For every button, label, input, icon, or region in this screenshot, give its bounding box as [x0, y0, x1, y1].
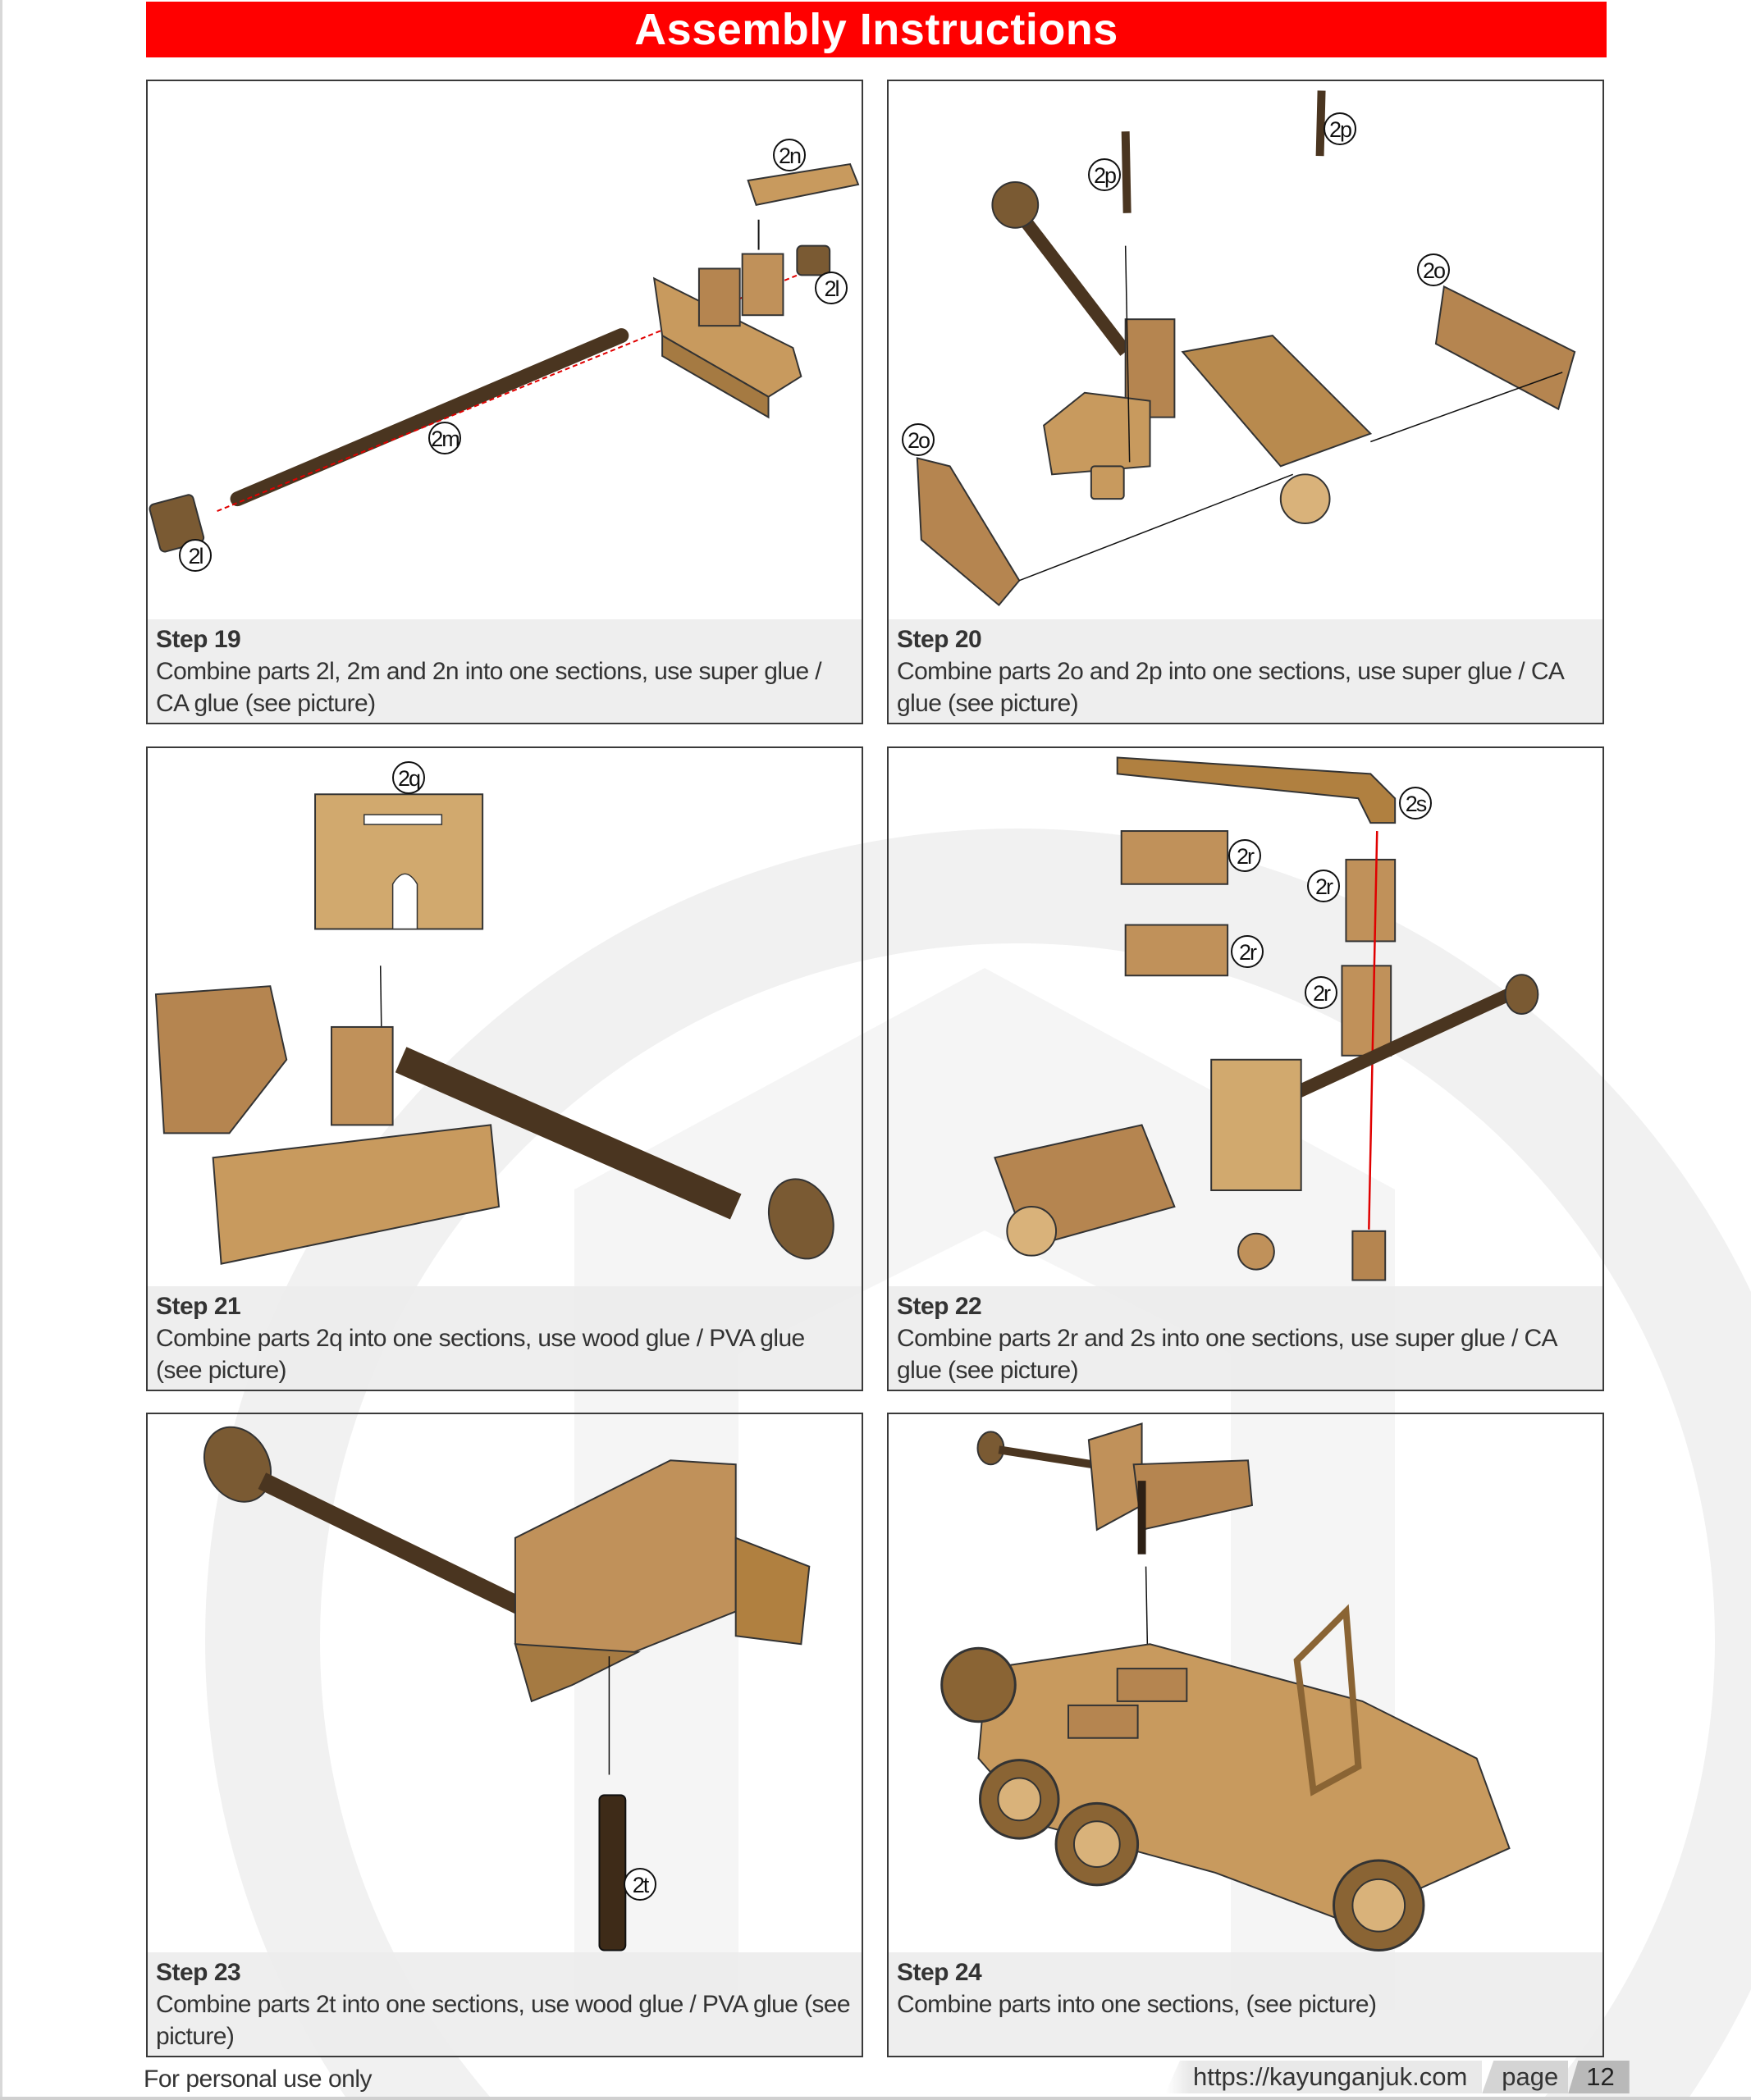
- part-label: 2r: [1228, 839, 1261, 872]
- step-title: Step 19: [156, 626, 241, 653]
- part-label: 2r: [1231, 935, 1264, 968]
- step-caption: Step 20 Combine parts 2o and 2p into one…: [889, 619, 1602, 723]
- page-header: Assembly Instructions: [146, 2, 1607, 57]
- step-caption: Step 23 Combine parts 2t into one sectio…: [148, 1952, 862, 2056]
- part-label: 2p: [1324, 112, 1356, 145]
- page-number: 12: [1568, 2061, 1630, 2093]
- step-panel-23: 2t Step 23 Combine parts 2t into one sec…: [146, 1413, 863, 2057]
- part-label: 2q: [392, 761, 425, 794]
- step-title: Step 24: [897, 1959, 982, 1986]
- step-24-illustration: [889, 1414, 1602, 1956]
- step-panel-24: Step 24 Combine parts into one sections,…: [887, 1413, 1604, 2057]
- page-label: page: [1482, 2061, 1569, 2093]
- step-panel-19: 2n 2l 2m 2l Step 19 Combine parts 2l, 2m…: [146, 80, 863, 724]
- step-panel-21: 2q Step 21 Combine parts 2q into one sec…: [146, 746, 863, 1391]
- step-caption: Step 24 Combine parts into one sections,…: [889, 1952, 1602, 2056]
- part-label: 2m: [428, 422, 461, 454]
- step-description: Combine parts 2t into one sections, use …: [156, 1991, 851, 2050]
- step-22-illustration: [889, 748, 1602, 1290]
- step-caption: Step 19 Combine parts 2l, 2m and 2n into…: [148, 619, 862, 723]
- part-label: 2l: [815, 272, 848, 304]
- step-description: Combine parts 2r and 2s into one section…: [897, 1325, 1557, 1384]
- footer-info: https://kayunganjuk.com page 12: [1165, 2061, 1630, 2093]
- step-panel-22: 2s 2r 2r 2r 2r Step 22 Combine parts 2r …: [887, 746, 1604, 1391]
- step-21-illustration: [148, 748, 862, 1290]
- step-caption: Step 21 Combine parts 2q into one sectio…: [148, 1286, 862, 1390]
- part-label: 2o: [902, 423, 935, 456]
- page-title: Assembly Instructions: [634, 5, 1118, 54]
- step-description: Combine parts 2q into one sections, use …: [156, 1325, 805, 1384]
- step-title: Step 23: [156, 1959, 241, 1986]
- website-link[interactable]: https://kayunganjuk.com: [1165, 2061, 1483, 2093]
- part-label: 2t: [624, 1868, 656, 1901]
- step-19-illustration: [148, 81, 862, 623]
- step-description: Combine parts into one sections, (see pi…: [897, 1991, 1377, 2018]
- step-title: Step 21: [156, 1293, 241, 1320]
- step-caption: Step 22 Combine parts 2r and 2s into one…: [889, 1286, 1602, 1390]
- part-label: 2r: [1307, 870, 1340, 902]
- step-description: Combine parts 2l, 2m and 2n into one sec…: [156, 658, 822, 717]
- part-label: 2n: [773, 139, 806, 171]
- part-label: 2r: [1305, 976, 1337, 1009]
- part-label: 2o: [1417, 253, 1450, 286]
- step-title: Step 22: [897, 1293, 982, 1320]
- step-panel-20: 2p 2p 2o 2o Step 20 Combine parts 2o and…: [887, 80, 1604, 724]
- step-20-illustration: [889, 81, 1602, 623]
- step-description: Combine parts 2o and 2p into one section…: [897, 658, 1563, 717]
- part-label: 2s: [1399, 787, 1432, 819]
- step-23-illustration: [148, 1414, 862, 1956]
- part-label: 2l: [179, 539, 212, 572]
- step-title: Step 20: [897, 626, 982, 653]
- page-edge: [0, 0, 2, 2100]
- page-edge: [0, 2097, 1751, 2100]
- part-label: 2p: [1088, 158, 1121, 191]
- footer-disclaimer: For personal use only: [144, 2066, 373, 2093]
